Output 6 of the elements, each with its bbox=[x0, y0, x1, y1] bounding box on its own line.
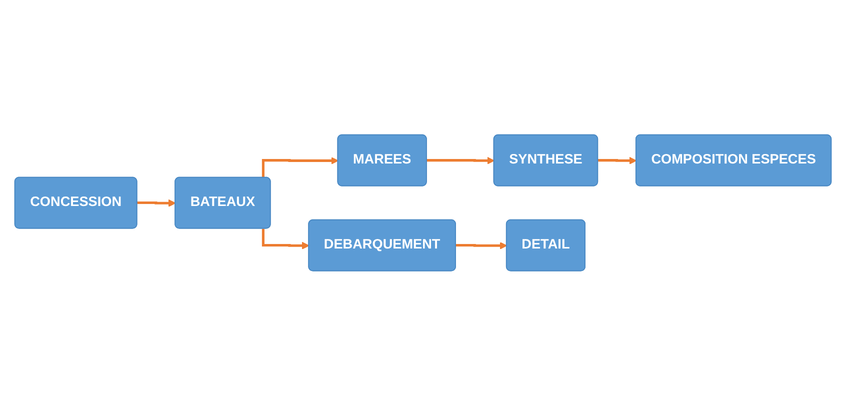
arrow bbox=[136, 199, 176, 207]
arrow bbox=[454, 242, 508, 250]
arrow bbox=[262, 228, 310, 250]
arrow bbox=[426, 156, 495, 164]
arrow bbox=[596, 156, 637, 164]
arrow bbox=[262, 156, 338, 178]
